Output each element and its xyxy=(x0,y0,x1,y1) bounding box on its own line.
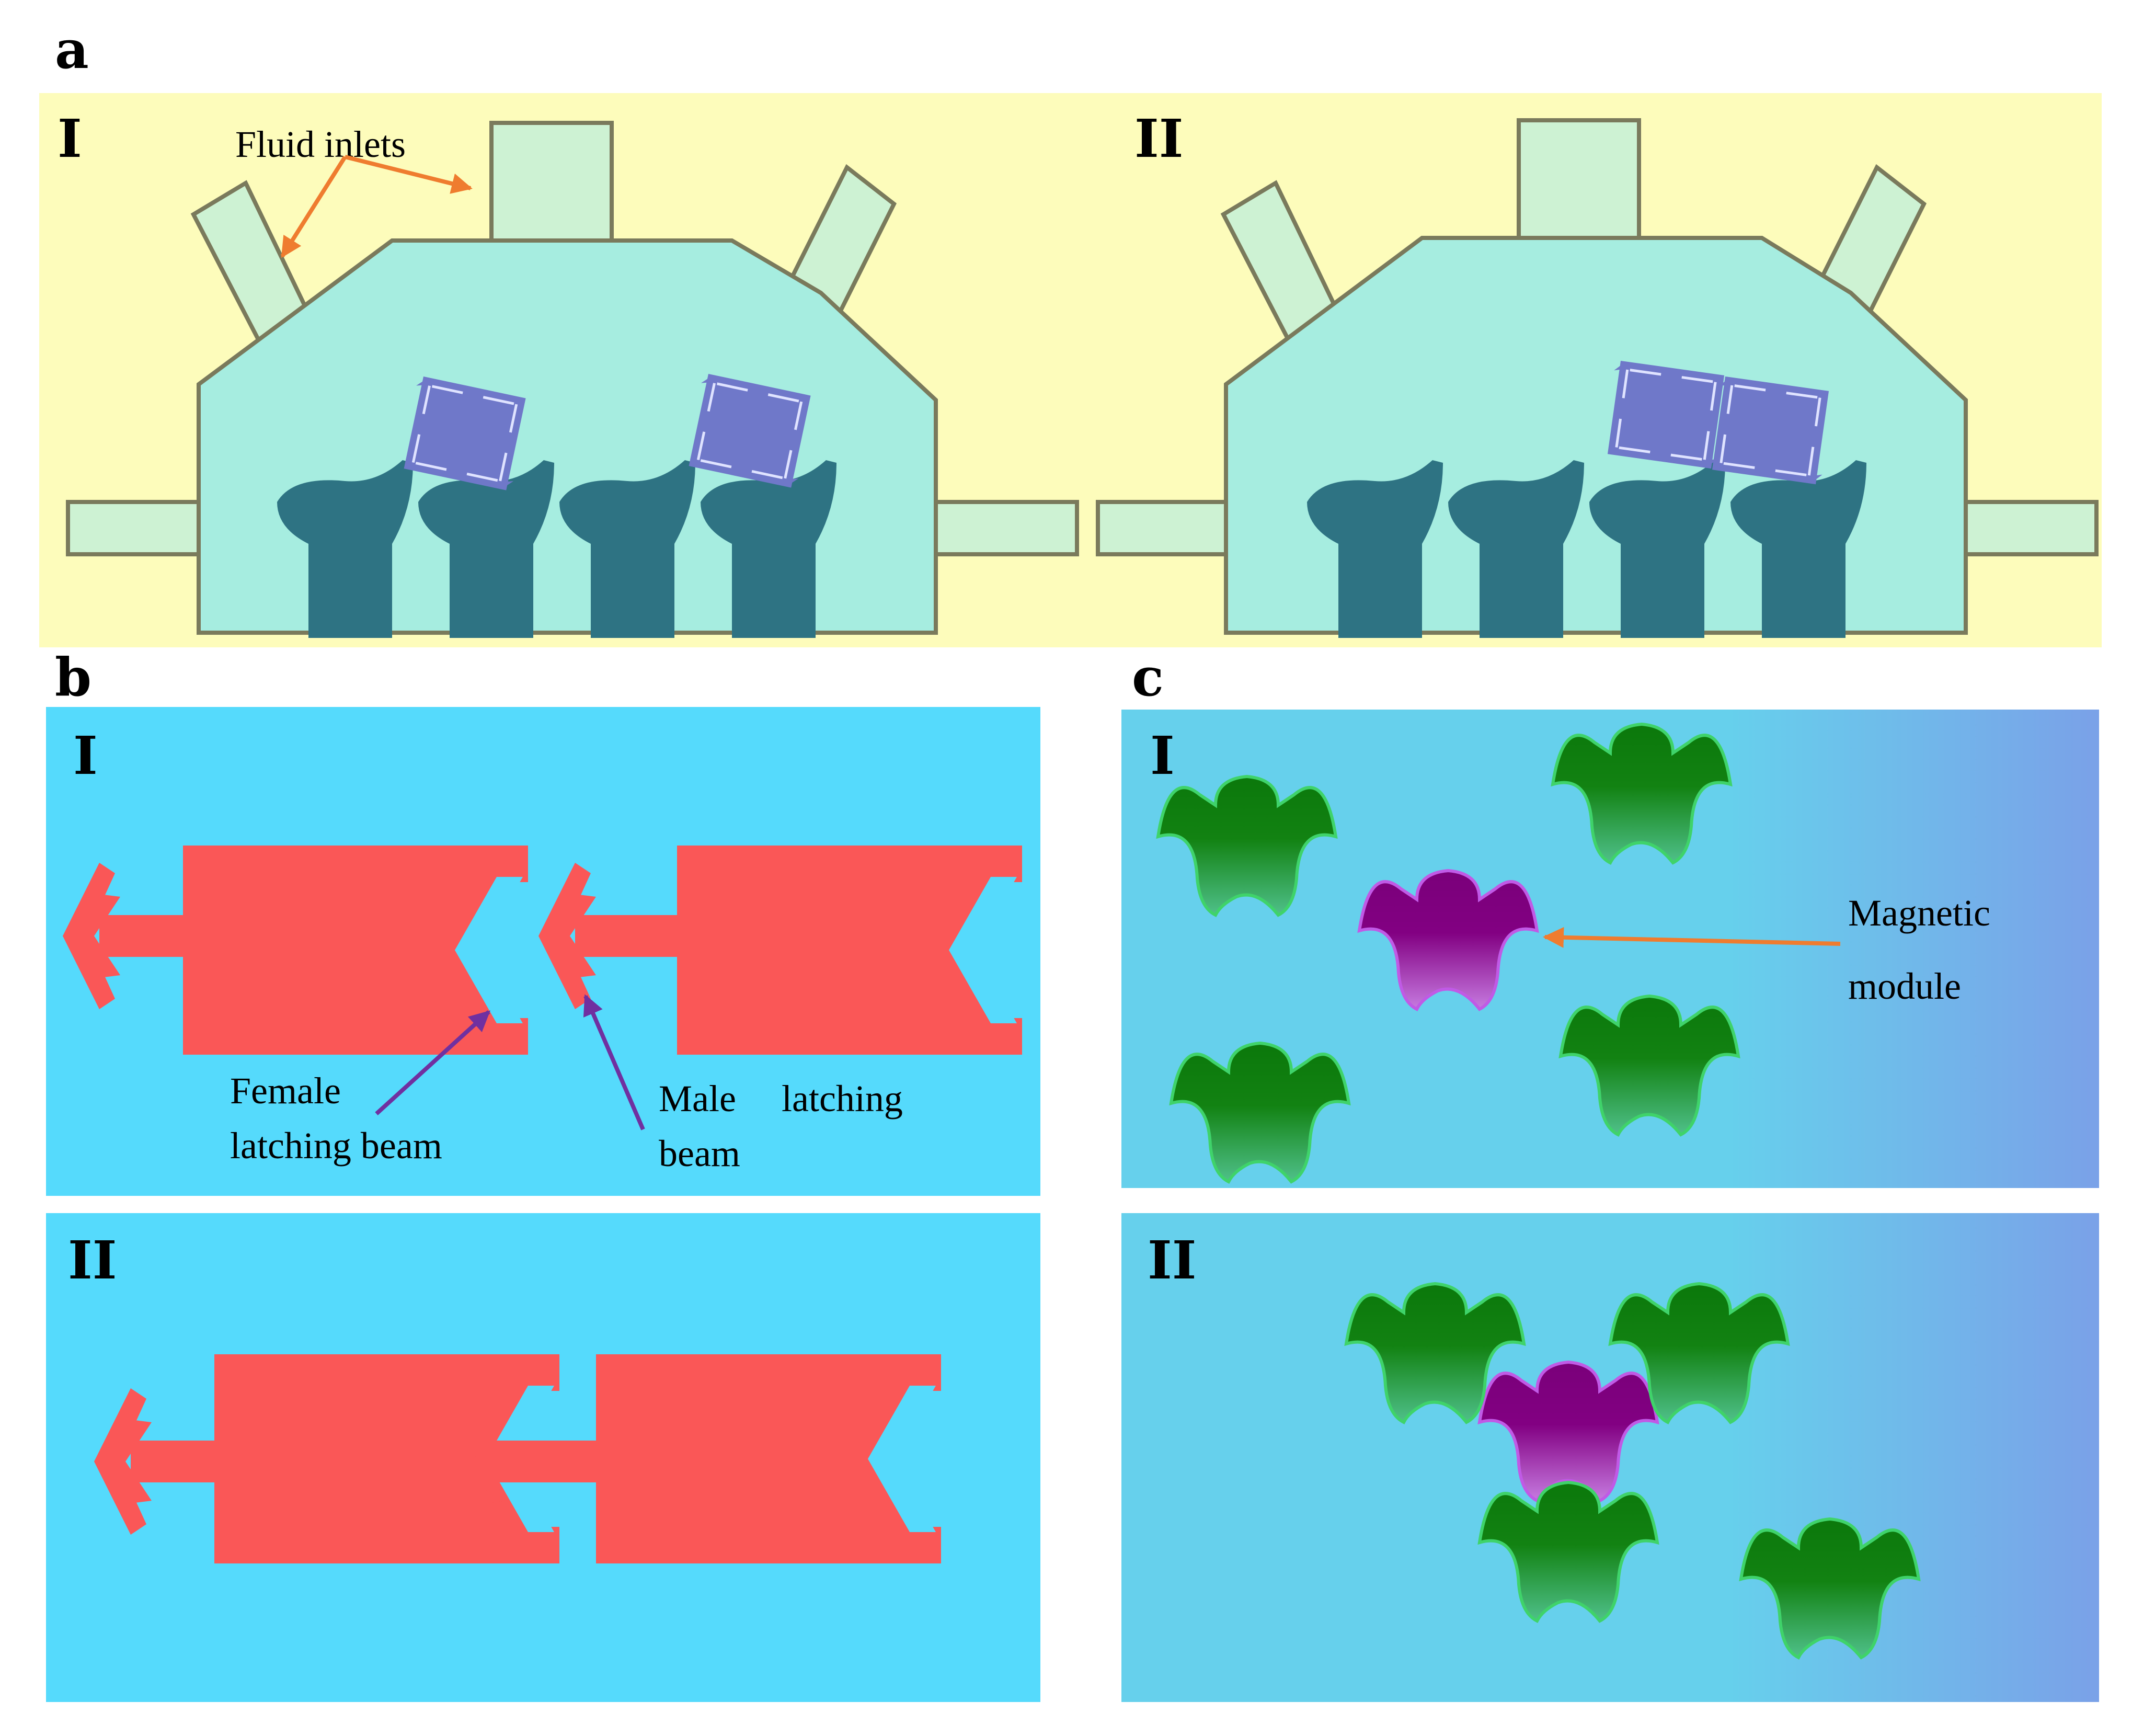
panel-a-letter: a xyxy=(55,19,89,81)
panel-c-sub-ii: II xyxy=(1148,1229,1197,1291)
panel-c-letter: c xyxy=(1132,646,1164,708)
panel-b-sub-ii: II xyxy=(68,1229,117,1291)
female-latching-beam-label-1: Female xyxy=(230,1070,341,1112)
magnetic-module-label-1: Magnetic xyxy=(1848,892,1990,934)
male-beam-label-1: Male xyxy=(659,1078,736,1120)
fluid-inlet-arrow-left xyxy=(280,155,347,258)
male-beam-label-2: beam xyxy=(659,1133,740,1174)
magnetic-module-arrow xyxy=(1543,927,1841,948)
chamber-1 xyxy=(66,121,1079,638)
panel-b-sub-i: I xyxy=(73,725,98,786)
chamber-2 xyxy=(1096,118,2099,638)
male-beam-label-word2: latching xyxy=(782,1078,903,1120)
panel-a-sub-ii: II xyxy=(1134,108,1184,169)
male-beam-arrow xyxy=(583,994,645,1130)
panel-b-letter: b xyxy=(55,646,91,708)
panel-a-sub-i: I xyxy=(58,108,82,169)
fluid-inlet-arrow-right xyxy=(345,155,473,194)
magnetic-module-label-2: module xyxy=(1848,965,1961,1007)
fluid-inlets-label: Fluid inlets xyxy=(235,123,406,165)
female-beam-arrow xyxy=(375,1010,490,1115)
panel-c-sub-i: I xyxy=(1150,725,1175,786)
female-latching-beam-label-2: latching beam xyxy=(230,1125,442,1167)
